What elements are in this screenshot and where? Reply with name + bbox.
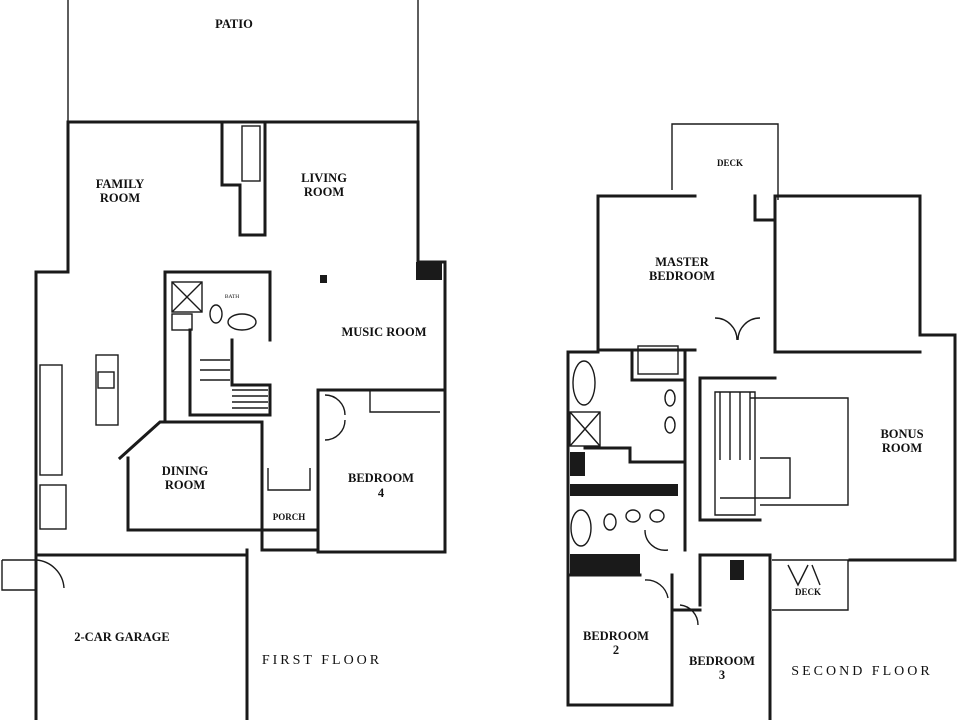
bedroom-4-door xyxy=(324,394,346,441)
living-room-label-2: ROOM xyxy=(304,185,344,199)
top-deck-label: DECK xyxy=(717,158,743,168)
master-bath-walls xyxy=(566,348,687,707)
garage-door-swing xyxy=(35,559,65,589)
sink-2 xyxy=(664,416,676,434)
hall-toilet xyxy=(603,513,617,531)
vanity xyxy=(637,345,679,375)
bonus-room-walls xyxy=(698,333,957,562)
bedroom-2-door xyxy=(644,579,669,599)
bedroom-4-label-1: BEDROOM xyxy=(348,471,414,485)
patio-label: PATIO xyxy=(215,17,253,31)
loft-rail xyxy=(750,397,849,506)
stair-landing xyxy=(720,457,791,499)
first-floor-title: FIRST FLOOR xyxy=(262,653,382,668)
second-floor-plan xyxy=(566,123,957,720)
laundry xyxy=(171,313,193,331)
porch-label: PORCH xyxy=(273,512,306,522)
stairwell-void xyxy=(714,391,756,516)
pantry xyxy=(39,484,67,530)
closet xyxy=(369,390,440,413)
bath-sink xyxy=(227,313,257,331)
deck-doors xyxy=(787,564,821,587)
stairs-walls xyxy=(188,328,272,417)
bottom-deck-outline xyxy=(772,559,849,611)
bedroom-2-label-2: 2 xyxy=(613,643,619,657)
hvac-closet xyxy=(416,262,442,280)
bedroom-3-closet xyxy=(730,560,744,580)
stair-treads xyxy=(200,359,268,409)
kitchen-sink xyxy=(97,371,115,389)
closet-hatch-3 xyxy=(570,554,640,574)
family-room-label-1: FAMILY xyxy=(96,177,145,191)
side-entry xyxy=(1,559,36,591)
bonus-room-label-2: ROOM xyxy=(882,441,922,455)
fireplace-walls xyxy=(220,120,267,237)
family-room-label-2: ROOM xyxy=(100,191,140,205)
column xyxy=(320,275,327,283)
stair-treads-2 xyxy=(719,392,751,460)
dining-room-label-1: DINING xyxy=(162,464,209,478)
kitchen-island xyxy=(95,354,119,426)
bath-label: BATH xyxy=(225,294,239,300)
shower xyxy=(171,281,203,313)
bedroom-3-door xyxy=(679,604,699,626)
master-bedroom-walls xyxy=(596,194,922,354)
patio-outline xyxy=(67,0,419,122)
kitchen-walls xyxy=(163,270,272,422)
garage-label: 2-CAR GARAGE xyxy=(74,630,169,644)
bedroom-3-label-1: BEDROOM xyxy=(689,654,755,668)
master-bedroom-label-2: BEDROOM xyxy=(649,269,715,283)
first-floor-plan xyxy=(1,0,447,720)
dining-room-walls xyxy=(117,420,264,532)
hall-sink-1 xyxy=(625,509,641,523)
hall-sink-2 xyxy=(649,509,665,523)
dining-room-label-2: ROOM xyxy=(165,478,205,492)
bedroom-4-label-2: 4 xyxy=(378,486,385,500)
second-floor-title: SECOND FLOOR xyxy=(791,664,932,679)
bedroom-2-walls xyxy=(566,573,674,707)
bedroom-3-label-2: 3 xyxy=(719,668,725,682)
hall-bath-door xyxy=(644,529,669,551)
closet-walls xyxy=(583,446,687,464)
bath-toilet xyxy=(209,304,223,324)
master-tub xyxy=(572,360,596,406)
kitchen-counter xyxy=(39,364,63,476)
sink-1 xyxy=(664,389,676,407)
hall-tub xyxy=(570,509,592,547)
master-double-door xyxy=(714,317,761,341)
porch-walls xyxy=(260,493,320,552)
fireplace xyxy=(241,125,261,182)
top-deck-outline xyxy=(671,123,779,200)
music-room-label: MUSIC ROOM xyxy=(341,325,426,339)
closet-hatch-2 xyxy=(570,484,678,496)
bedroom-3-walls xyxy=(670,553,772,720)
living-room-label-1: LIVING xyxy=(301,171,347,185)
bonus-room-label-1: BONUS xyxy=(880,427,923,441)
master-bedroom-label-1: MASTER xyxy=(655,255,709,269)
bottom-deck-label: DECK xyxy=(795,587,821,597)
entry-doors xyxy=(267,468,311,491)
bedroom-2-label-1: BEDROOM xyxy=(583,629,649,643)
master-shower xyxy=(569,411,601,447)
closet-hatch-1 xyxy=(570,452,585,476)
